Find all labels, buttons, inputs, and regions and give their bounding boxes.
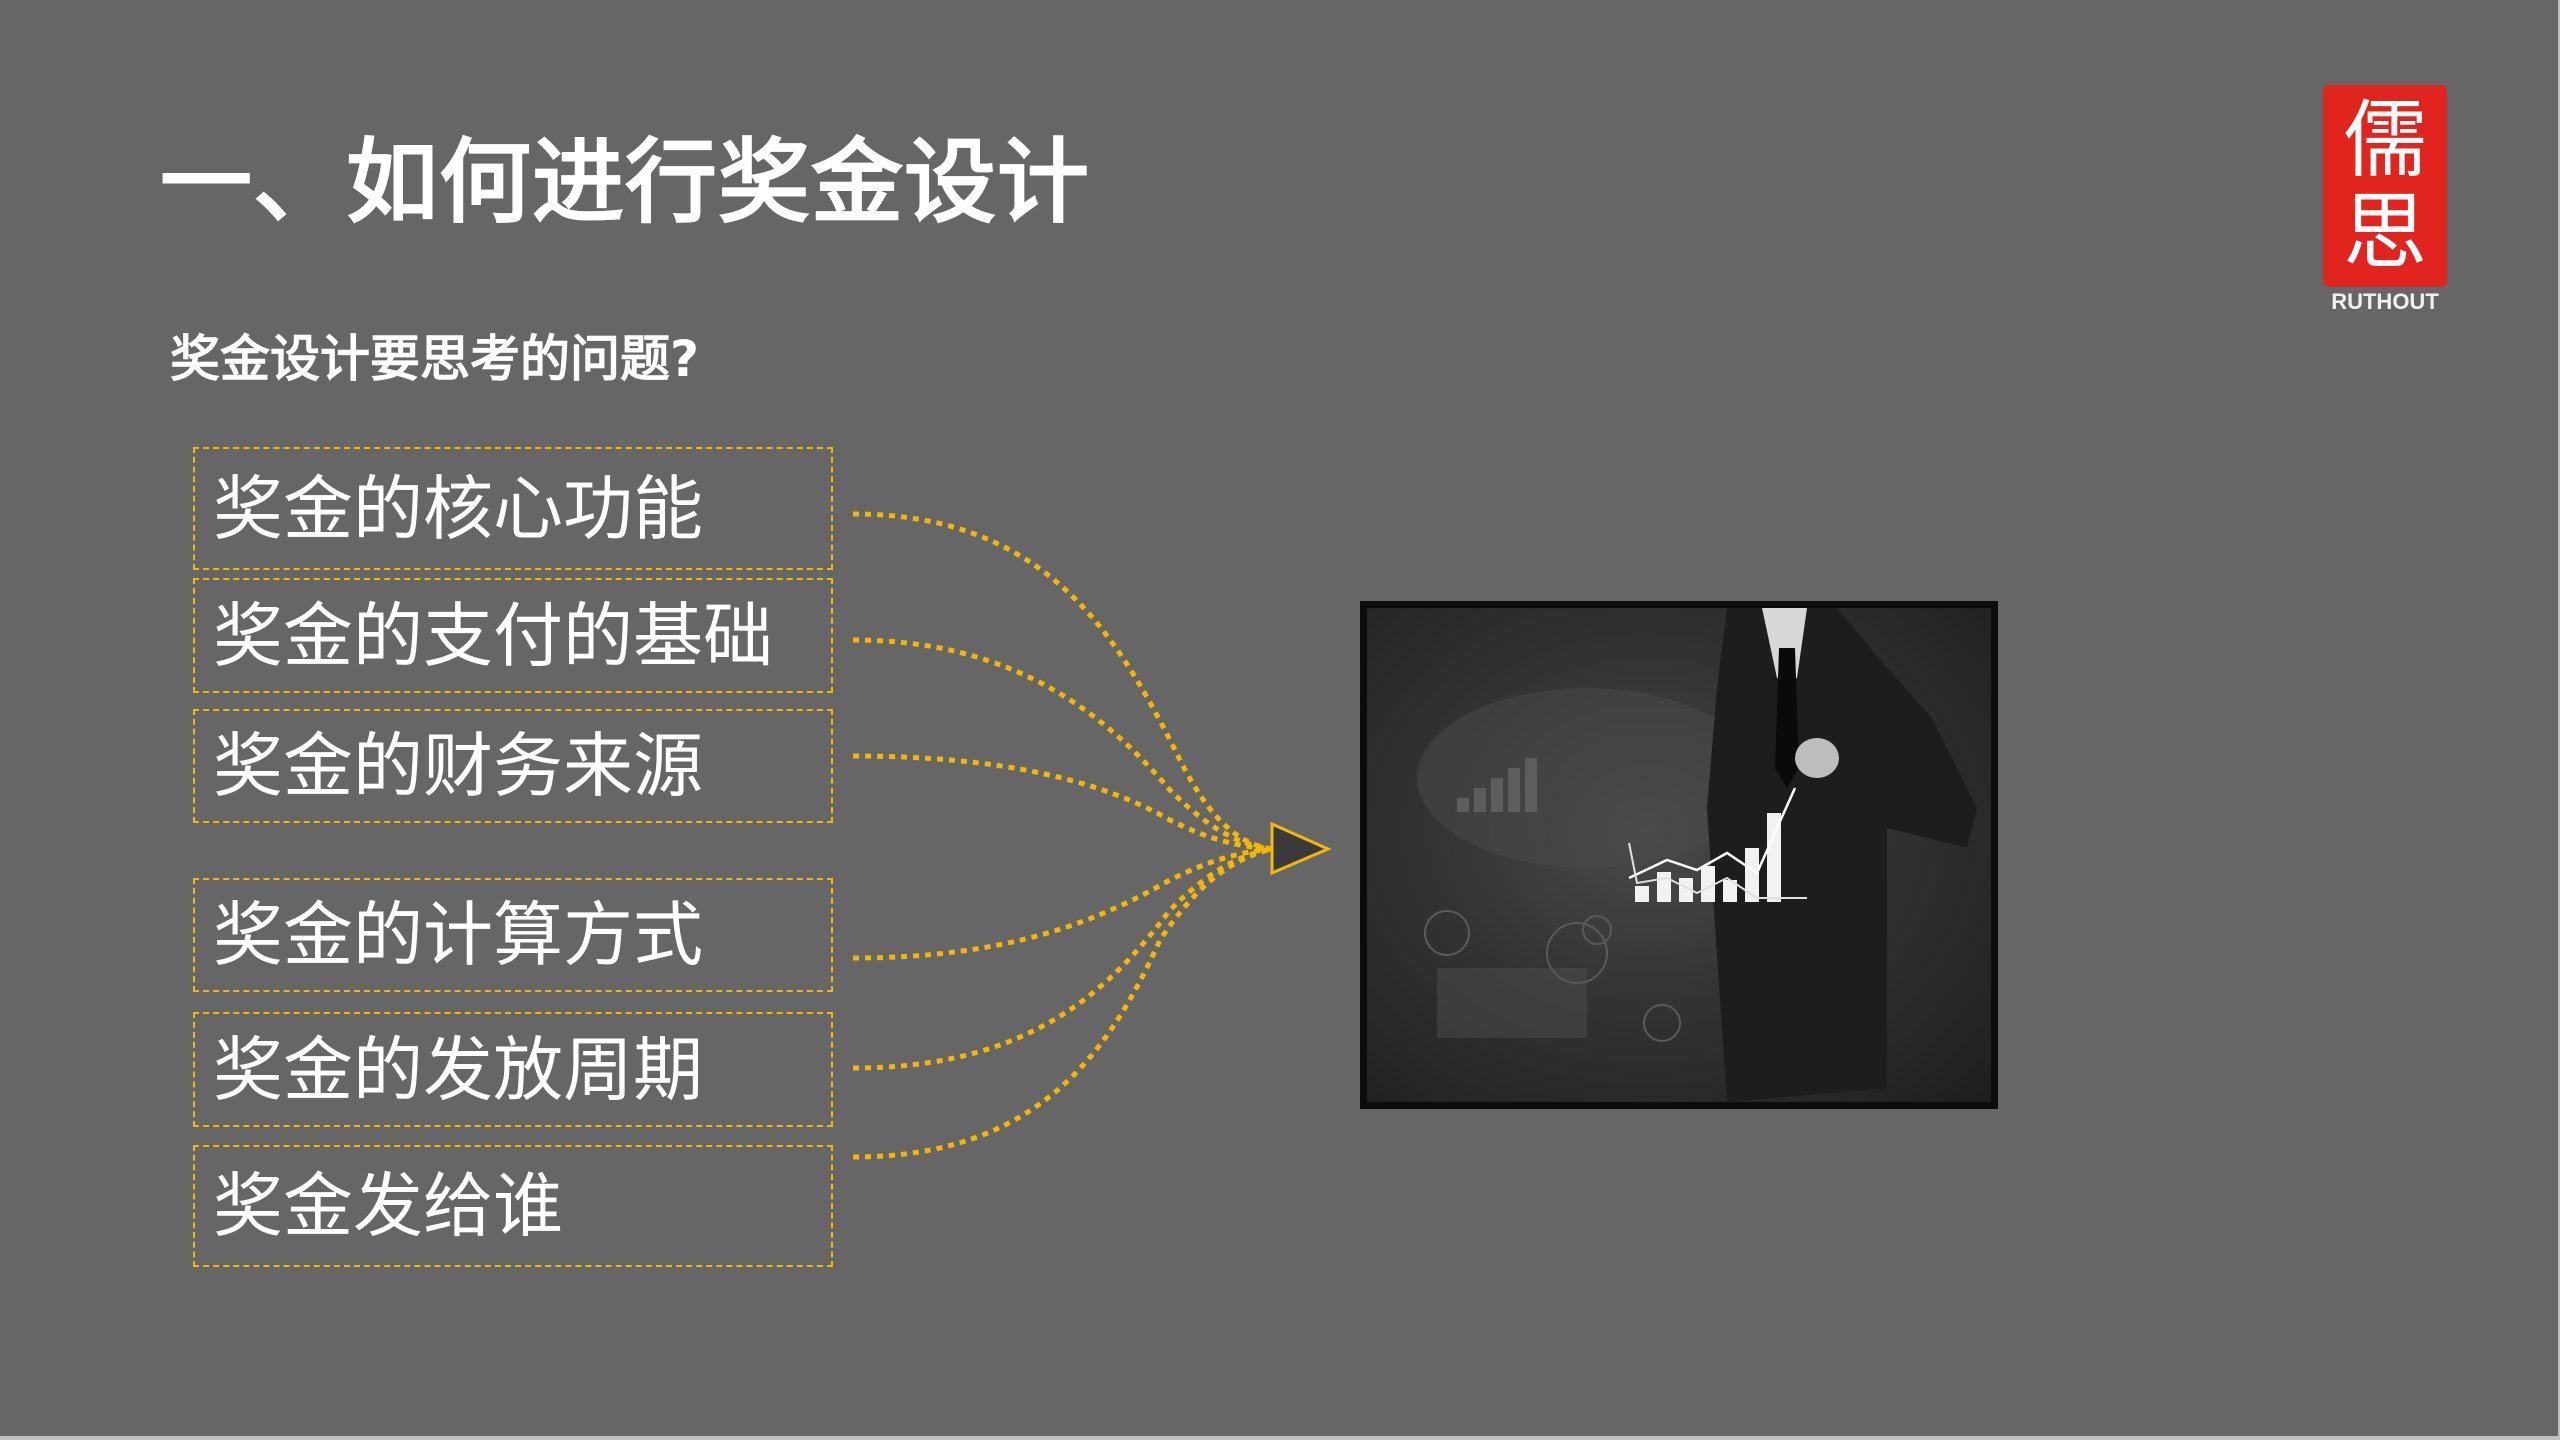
connector-line-6	[852, 846, 1273, 1160]
connector-line-3	[852, 753, 1273, 852]
connector-line-2	[852, 637, 1273, 852]
item-label: 奖金的财务来源	[213, 725, 703, 807]
item-calculation-method: 奖金的计算方式	[193, 878, 833, 992]
item-label: 奖金的发放周期	[213, 1028, 703, 1111]
item-label: 奖金发给谁	[213, 1165, 563, 1247]
arrow-right-icon	[1270, 821, 1332, 876]
slide-edge-bottom	[0, 1436, 2560, 1440]
logo-badge: 儒 思	[2323, 85, 2447, 287]
businessman-chart-illustration	[1417, 608, 1977, 1102]
item-label: 奖金的核心功能	[213, 467, 703, 550]
business-growth-photo	[1360, 601, 1998, 1109]
section-subtitle: 奖金设计要思考的问题?	[170, 330, 700, 388]
logo-char-ru: 儒	[2342, 91, 2427, 189]
connector-line-5	[852, 846, 1273, 1071]
ruthout-logo: 儒 思 RUTHOUT	[2323, 85, 2447, 315]
logo-char-si: 思	[2342, 183, 2427, 281]
item-financial-source: 奖金的财务来源	[193, 709, 833, 823]
item-label: 奖金的计算方式	[213, 894, 703, 976]
item-payment-basis: 奖金的支付的基础	[193, 578, 833, 693]
item-core-function: 奖金的核心功能	[193, 447, 833, 570]
item-recipients: 奖金发给谁	[193, 1145, 833, 1267]
connector-line-1	[852, 511, 1273, 852]
page-title: 一、如何进行奖金设计	[160, 129, 1091, 236]
item-payout-cycle: 奖金的发放周期	[193, 1012, 833, 1127]
photo-content	[1367, 608, 1991, 1102]
logo-text: RUTHOUT	[2331, 289, 2439, 314]
item-label: 奖金的支付的基础	[213, 594, 773, 677]
connector-line-4	[852, 846, 1273, 961]
slide-edge-right	[2558, 0, 2560, 1440]
